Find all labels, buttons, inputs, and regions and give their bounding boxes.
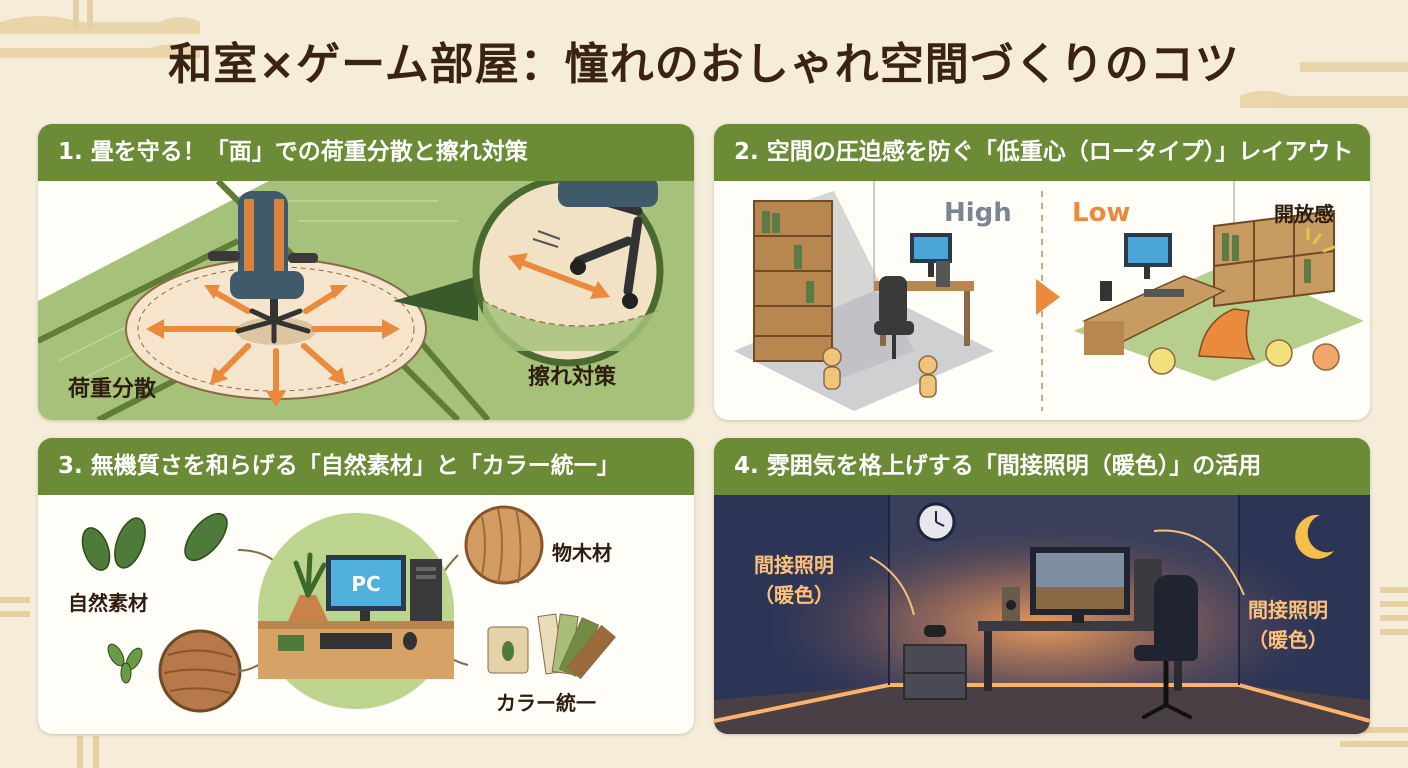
clock-icon	[916, 502, 956, 542]
panel-heading: 2. 空間の圧迫感を防ぐ「低重心（ロータイプ）」レイアウト	[714, 124, 1370, 181]
light-right-line2: （暖色）	[1248, 628, 1328, 652]
panel-low-layout: 2. 空間の圧迫感を防ぐ「低重心（ロータイプ）」レイアウト	[714, 124, 1370, 420]
panel-illustration: PC 自然素材 物木材 カラー統一	[38, 495, 694, 734]
natural-materials-label: 自然素材	[68, 591, 148, 615]
gaming-chair-icon	[208, 191, 318, 344]
night-room-illustration	[714, 495, 1370, 734]
panel-tatami-protection: 1. 畳を守る！「面」での荷重分散と擦れ対策	[38, 124, 694, 420]
panel-illustration: 間接照明 （暖色） 間接照明 （暖色）	[714, 495, 1370, 734]
friction-protection-label: 擦れ対策	[528, 365, 617, 390]
openness-label: 開放感	[1274, 202, 1334, 226]
low-label: Low	[1072, 198, 1130, 228]
load-distribution-label: 荷重分散	[68, 377, 157, 402]
color-unification-label: カラー統一	[496, 691, 596, 715]
panel-indirect-lighting: 4. 雰囲気を格上げする「間接照明（暖色）」の活用	[714, 438, 1370, 734]
natural-materials-illustration: PC	[81, 505, 616, 713]
panel-illustration: 荷重分散 擦れ対策	[38, 181, 694, 420]
high-label: High	[944, 198, 1012, 228]
panel-illustration: High Low	[714, 181, 1370, 420]
tatami-chair-illustration	[38, 181, 694, 420]
indirect-light-right-label: 間接照明 （暖色）	[1248, 595, 1328, 655]
panel-natural-materials: 3. 無機質さを和らげる「自然素材」と「カラー統一」	[38, 438, 694, 734]
panel-heading: 3. 無機質さを和らげる「自然素材」と「カラー統一」	[38, 438, 694, 495]
moon-icon	[1295, 514, 1334, 559]
light-right-line1: 間接照明	[1248, 598, 1328, 622]
panel-heading: 4. 雰囲気を格上げする「間接照明（暖色）」の活用	[714, 438, 1370, 495]
indirect-light-left-label: 間接照明 （暖色）	[754, 550, 834, 610]
light-left-line2: （暖色）	[754, 583, 834, 607]
page-title: 和室×ゲーム部屋：憧れのおしゃれ空間づくりのコツ	[168, 39, 1240, 90]
light-left-line1: 間接照明	[754, 553, 834, 577]
panel-heading: 1. 畳を守る！「面」での荷重分散と擦れ対策	[38, 124, 694, 181]
pc-label: PC	[351, 572, 380, 596]
wood-label: 物木材	[552, 541, 612, 565]
layout-comparison-illustration: High Low	[734, 181, 1364, 411]
leaf-icon	[81, 512, 228, 571]
